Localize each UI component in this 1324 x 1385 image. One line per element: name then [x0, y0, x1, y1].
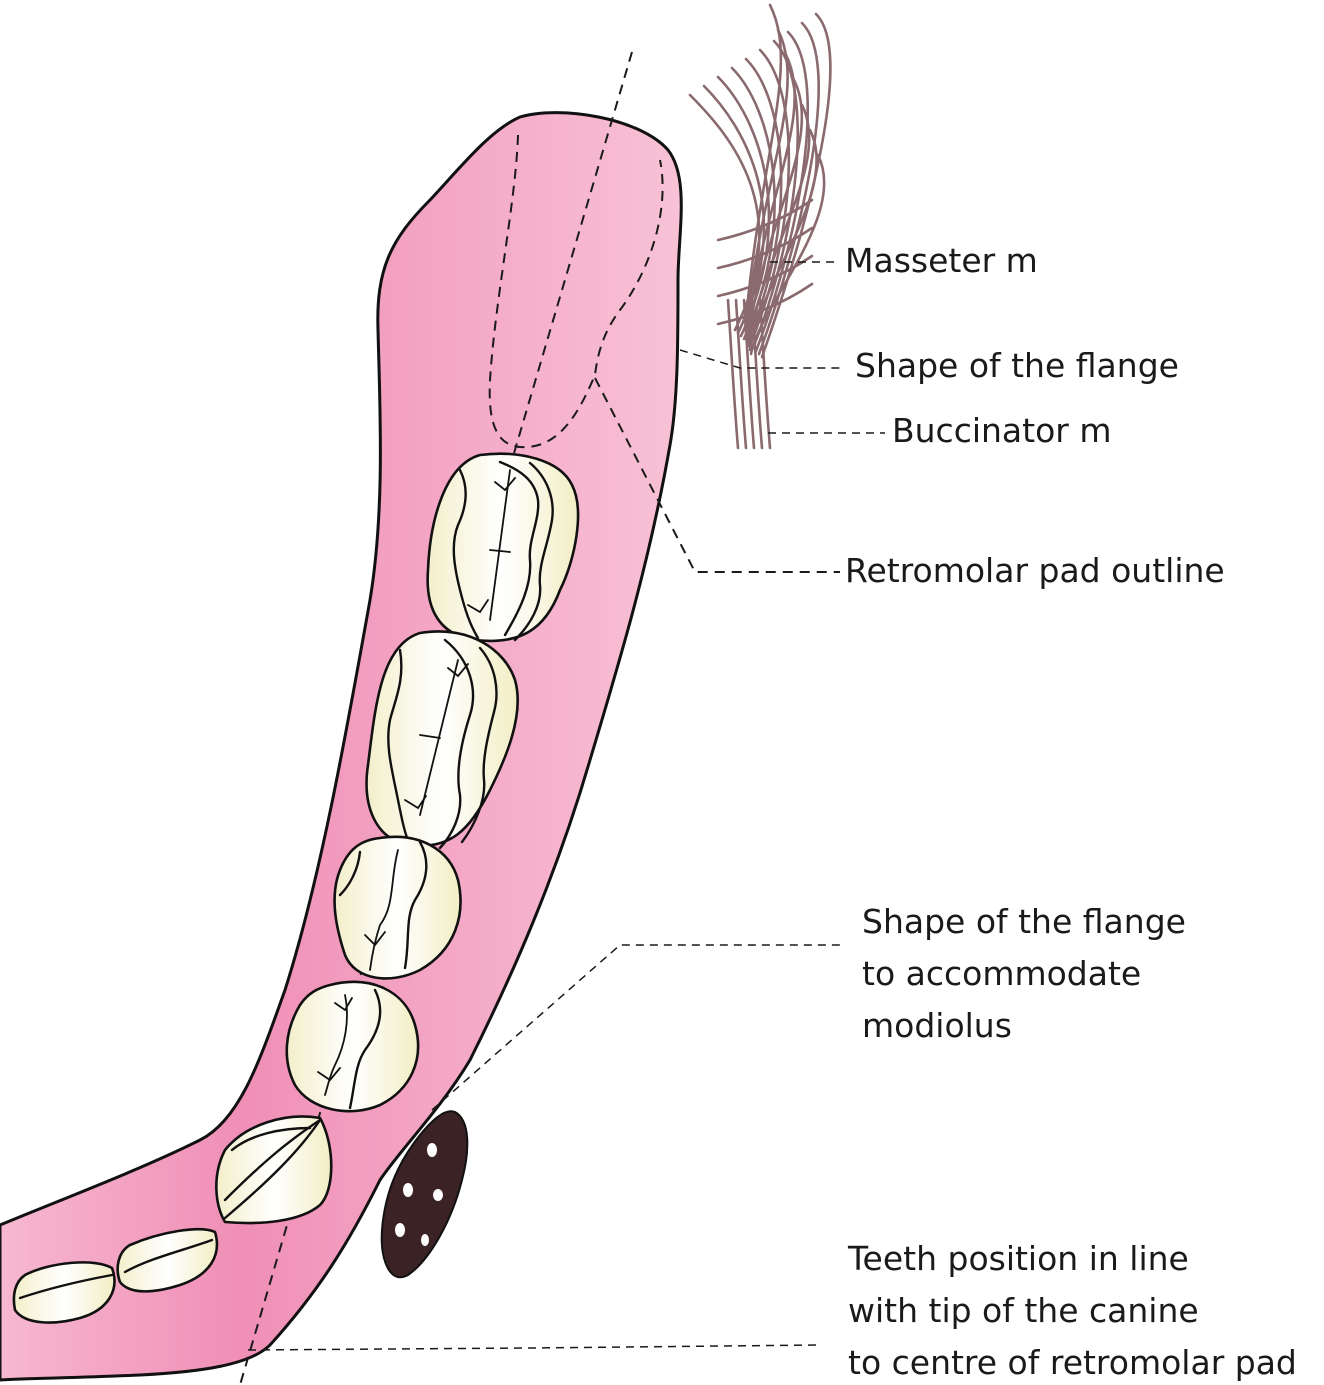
leader-teeth-position [247, 1344, 821, 1351]
denture-flange [0, 111, 683, 1382]
leader-retromolar [594, 377, 840, 573]
leader-modiolus [431, 944, 840, 1111]
label-teeth-position-3: to centre of retromolar pad [848, 1343, 1297, 1382]
buccinator-strand [750, 298, 764, 450]
molar-1 [426, 452, 580, 643]
retromolar-pad-outline [488, 134, 664, 449]
premolar-2 [285, 980, 420, 1113]
label-flange-modiolus-1: Shape of the flange [862, 902, 1186, 941]
buccinator-strand [742, 298, 756, 450]
muscle-strand [716, 282, 814, 326]
muscle-strand [716, 226, 814, 270]
buccinator-strand [758, 298, 772, 450]
muscle-strand [749, 153, 826, 356]
label-teeth-position-2: with tip of the canine [848, 1291, 1199, 1330]
label-masseter: Masseter m [845, 241, 1038, 280]
label-flange-top: Shape of the flange [855, 346, 1179, 385]
muscle-strand [754, 30, 809, 353]
central-incisor [12, 1261, 116, 1324]
muscle-fibres [688, 3, 832, 450]
lateral-incisor [116, 1227, 219, 1293]
muscle-strand [748, 128, 818, 352]
label-flange-modiolus-2: to accommodate [862, 954, 1141, 993]
premolar-1 [333, 835, 462, 980]
canine [215, 1115, 333, 1225]
label-retromolar: Retromolar pad outline [845, 551, 1225, 590]
label-flange-modiolus-3: modiolus [862, 1006, 1012, 1045]
muscle-strand [716, 198, 814, 242]
leader-flange-top [679, 349, 840, 369]
modiolus-shape [380, 1110, 469, 1279]
molar-2 [365, 630, 519, 850]
label-buccinator: Buccinator m [892, 411, 1111, 450]
label-teeth-position-1: Teeth position in line [847, 1239, 1189, 1278]
muscle-strand [760, 12, 832, 359]
